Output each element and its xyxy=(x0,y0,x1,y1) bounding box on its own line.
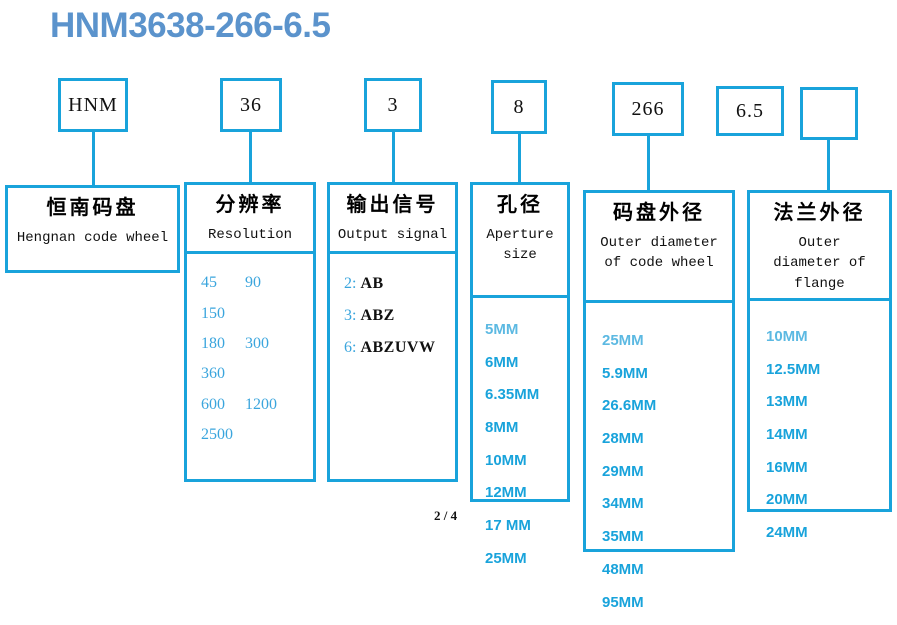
category-aperture-size-cn: 孔径 xyxy=(497,194,543,216)
category-resolution-en: Resolution xyxy=(207,227,292,243)
code-box-flange-value[interactable]: 6.5 xyxy=(716,86,784,136)
code-wheel-od-value-list: 25MM 5.9MM 26.6MM 28MM 29MM 34MM 35MM 48MM 95MM xyxy=(602,325,732,619)
code-wheel-od-value: 29MM xyxy=(602,462,644,480)
aperture-size-value-list: 5MM 6MM 6.35MM 8MM 10MM 12MM 17 MM 25MM xyxy=(485,314,567,576)
category-output-signal-en: Output signal xyxy=(337,227,448,243)
flange-od-value: 24MM xyxy=(766,524,808,542)
code-wheel-od-value: 26.6MM xyxy=(602,397,657,415)
flange-od-value: 14MM xyxy=(766,426,808,444)
code-wheel-od-value: 25MM xyxy=(602,332,644,349)
output-signal-value: AB xyxy=(360,275,384,293)
aperture-size-value: 25MM xyxy=(485,549,527,567)
code-box-output-signal-label: 3 xyxy=(387,93,399,116)
aperture-size-value: 8MM xyxy=(485,419,519,437)
code-box-empty[interactable] xyxy=(800,87,858,140)
code-wheel-od-value: 35MM xyxy=(602,528,644,546)
category-output-signal-head: 输出信号 Output signal xyxy=(330,185,455,255)
flange-od-value-list: 10MM 12.5MM 13MM 14MM 16MM 20MM 24MM xyxy=(766,321,889,550)
resolution-value: 180 xyxy=(201,335,225,353)
output-signal-value: ABZUVW xyxy=(360,339,436,357)
connector-line-output-signal xyxy=(392,132,395,185)
category-resolution-body: 45 90 150 180 300 360 600 1200 2500 xyxy=(187,254,313,479)
connector-line-flange-od xyxy=(827,140,830,190)
resolution-value: 150 xyxy=(201,304,225,322)
category-code-wheel-od-body: 25MM 5.9MM 26.6MM 28MM 29MM 34MM 35MM 48MM 95MM xyxy=(586,303,732,625)
category-flange-od-en: Outer diameter of flange xyxy=(773,235,866,292)
aperture-size-value: 6MM xyxy=(485,353,519,371)
output-signal-key: 2: xyxy=(344,275,361,293)
category-aperture-size-en: Aperture size xyxy=(486,227,554,264)
output-signal-value: ABZ xyxy=(360,307,395,325)
category-code-wheel-od[interactable]: 码盘外径 Outer diameter of code wheel 25MM 5.… xyxy=(583,190,735,611)
resolution-value: 1200 xyxy=(245,395,277,413)
category-flange-od[interactable]: 法兰外径 Outer diameter of flange 10MM 12.5MM… xyxy=(747,190,892,541)
resolution-value: 45 xyxy=(201,274,217,292)
code-wheel-od-value: 48MM xyxy=(602,560,644,578)
category-flange-od-head: 法兰外径 Outer diameter of flange xyxy=(750,193,889,301)
category-code-wheel-od-cn: 码盘外径 xyxy=(613,202,705,224)
output-signal-row: 6: ABZUVW xyxy=(344,332,455,364)
connector-line-aperture xyxy=(518,134,521,185)
category-hengnan-code-wheel-cn: 恒南码盘 xyxy=(46,197,139,219)
connector-line-code-wheel-od xyxy=(647,136,650,190)
output-signal-row: 2: AB xyxy=(344,268,455,300)
code-wheel-od-value: 34MM xyxy=(602,495,644,513)
output-signal-row: 3: ABZ xyxy=(344,300,455,332)
aperture-size-value: 17 MM xyxy=(485,517,531,535)
code-box-hnm-label: HNM xyxy=(68,93,118,116)
code-box-code-wheel-od-label: 266 xyxy=(631,97,665,120)
code-wheel-od-value: 5.9MM xyxy=(602,364,648,382)
category-code-wheel-od-head: 码盘外径 Outer diameter of code wheel xyxy=(586,193,732,303)
code-wheel-od-value: 28MM xyxy=(602,430,644,448)
category-output-signal-cn: 输出信号 xyxy=(346,194,439,216)
resolution-value-list: 45 90 150 180 300 360 600 1200 2500 xyxy=(201,268,313,450)
resolution-value: 90 xyxy=(245,274,261,292)
category-aperture-size-head: 孔径 Aperture size xyxy=(473,185,567,298)
flange-od-value: 20MM xyxy=(766,491,808,509)
category-hengnan-code-wheel-head: 恒南码盘 Hengnan code wheel xyxy=(8,188,177,254)
resolution-value: 360 xyxy=(201,365,225,383)
code-box-code-wheel-od[interactable]: 266 xyxy=(612,82,684,136)
code-box-flange-value-label: 6.5 xyxy=(736,99,764,122)
output-signal-key: 6: xyxy=(344,339,361,357)
diagram-canvas: HNM3638-266-6.5 HNM 36 3 8 266 6.5 恒南码盘 … xyxy=(5,6,892,611)
resolution-value: 300 xyxy=(245,335,269,353)
flange-od-value: 10MM xyxy=(766,328,808,345)
code-box-output-signal[interactable]: 3 xyxy=(364,78,422,132)
aperture-size-value: 5MM xyxy=(485,321,519,338)
connector-line-resolution xyxy=(249,132,252,185)
code-box-aperture[interactable]: 8 xyxy=(491,80,547,134)
output-signal-key: 3: xyxy=(344,307,361,325)
category-aperture-size[interactable]: 孔径 Aperture size 5MM 6MM 6.35MM 8MM 10MM 12MM… xyxy=(470,182,570,567)
flange-od-value: 12.5MM xyxy=(766,360,821,378)
code-box-hnm[interactable]: HNM xyxy=(58,78,128,132)
code-box-aperture-label: 8 xyxy=(513,95,525,118)
flange-od-value: 13MM xyxy=(766,393,808,411)
category-resolution-cn: 分辨率 xyxy=(215,194,285,216)
page-title: HNM3638-266-6.5 xyxy=(50,6,331,45)
category-flange-od-cn: 法兰外径 xyxy=(773,202,866,224)
category-resolution-head: 分辨率 Resolution xyxy=(187,185,313,255)
resolution-value: 2500 xyxy=(201,426,233,444)
resolution-value: 600 xyxy=(201,395,225,413)
category-hengnan-code-wheel-en: Hengnan code wheel xyxy=(16,230,169,246)
connector-line-hnm xyxy=(92,132,95,185)
code-box-resolution-label: 36 xyxy=(240,93,262,116)
category-flange-od-body: 10MM 12.5MM 13MM 14MM 16MM 20MM 24MM xyxy=(750,301,889,556)
category-hengnan-code-wheel[interactable]: 恒南码盘 Hengnan code wheel xyxy=(5,185,180,273)
code-wheel-od-value: 95MM xyxy=(602,593,644,611)
code-box-resolution[interactable]: 36 xyxy=(220,78,282,132)
aperture-size-value: 10MM xyxy=(485,451,527,469)
page-indicator: 2 / 4 xyxy=(434,508,458,523)
category-code-wheel-od-en: Outer diameter of code wheel xyxy=(600,235,718,272)
category-resolution[interactable]: 分辨率 Resolution 45 90 150 180 300 360 600 1200 25… xyxy=(184,182,316,482)
aperture-size-value: 12MM xyxy=(485,484,527,502)
flange-od-value: 16MM xyxy=(766,458,808,476)
category-aperture-size-body: 5MM 6MM 6.35MM 8MM 10MM 12MM 17 MM 25MM xyxy=(473,298,567,582)
aperture-size-value: 6.35MM xyxy=(485,386,540,404)
